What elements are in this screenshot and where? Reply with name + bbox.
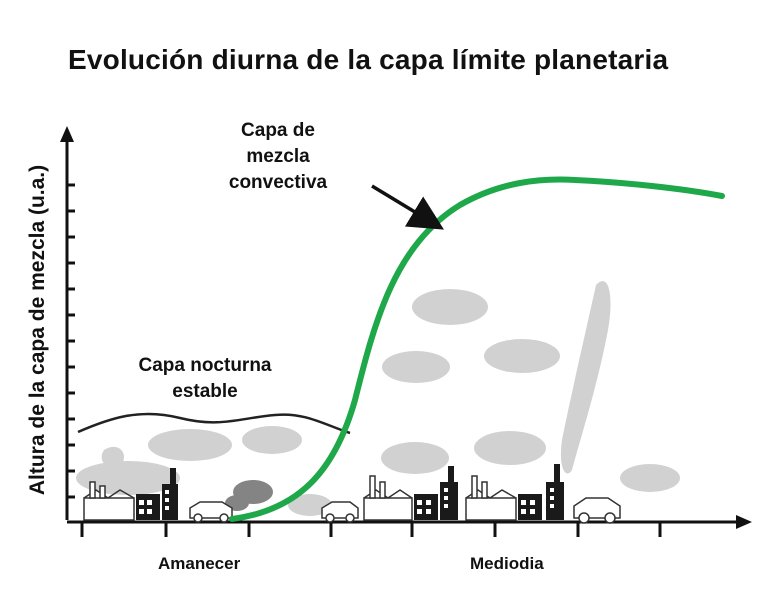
factory-right: [465, 475, 517, 521]
x-axis: [67, 515, 752, 537]
annotation-arrow: [371, 184, 444, 230]
car-left: [189, 501, 233, 523]
pollution-clouds: [76, 281, 680, 516]
nocturnal-layer-line: [77, 412, 351, 435]
dark-smoke: [225, 480, 273, 511]
building-middle: [414, 466, 458, 520]
car-right: [573, 497, 621, 524]
convective-layer-label: Capa de mezcla convectiva: [228, 120, 328, 193]
factory-middle: [363, 475, 413, 521]
x-label-noon: Mediodia: [470, 554, 544, 573]
building-right: [518, 464, 564, 520]
y-axis: [60, 126, 75, 520]
car-middle: [321, 501, 359, 523]
nocturnal-layer-label: Capa nocturna estable: [138, 355, 272, 402]
y-axis-label: Altura de la capa de mezcla (u.a.): [26, 164, 49, 496]
factory-left: [83, 481, 135, 521]
building-left: [136, 468, 178, 520]
diagram-title: Evolución diurna de la capa límite plane…: [68, 44, 669, 75]
x-label-sunrise: Amanecer: [158, 554, 241, 573]
